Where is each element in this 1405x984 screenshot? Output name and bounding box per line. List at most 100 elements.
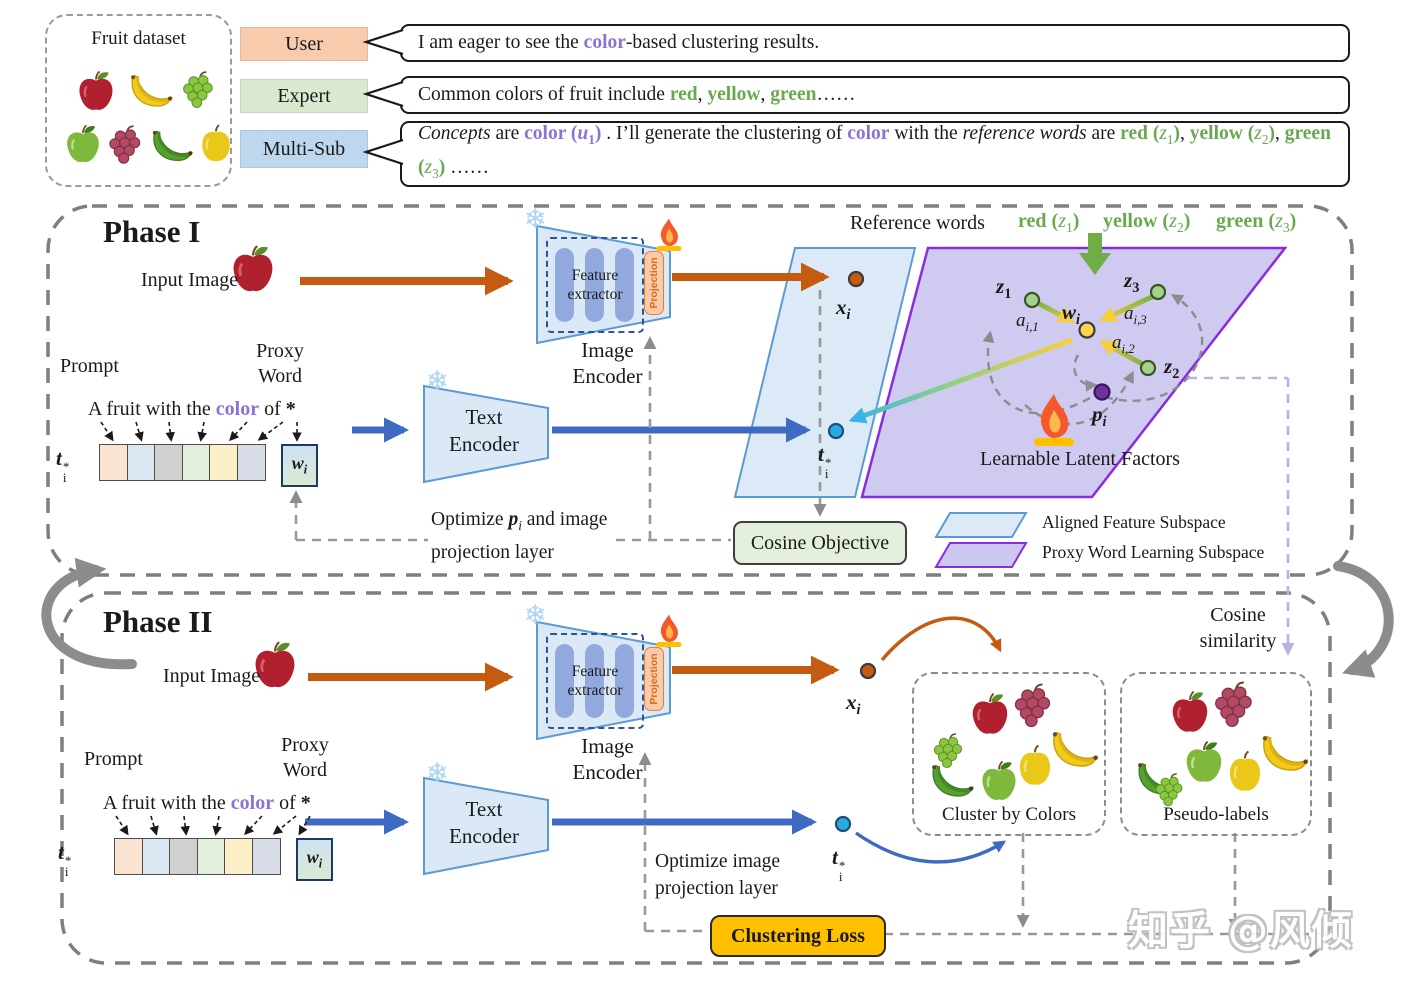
fruit-dataset-box: Fruit dataset bbox=[45, 14, 232, 187]
phase2-xi-label: xi bbox=[846, 690, 861, 719]
ai2-label: ai,2 bbox=[1112, 332, 1135, 356]
z1-label: z1 bbox=[996, 274, 1012, 303]
phase2-prompt-label: Prompt bbox=[84, 748, 143, 770]
z3-dot bbox=[1149, 283, 1167, 301]
phase2-text-encoder-label: Text Encoder bbox=[449, 796, 519, 848]
prompt-token-5 bbox=[251, 838, 281, 875]
yellow-apple-icon bbox=[1012, 742, 1058, 788]
prompt-token-5 bbox=[236, 444, 266, 481]
phase1-prompt-label: Prompt bbox=[60, 355, 119, 377]
pi-label: pi bbox=[1092, 402, 1107, 431]
flame-icon-latent bbox=[1034, 394, 1074, 446]
green-banana-icon bbox=[147, 122, 195, 170]
bubble-expert: Common colors of fruit include red, yell… bbox=[400, 76, 1350, 114]
snowflake-icon-p2-text: ❄ bbox=[426, 758, 449, 788]
speaker-multisub-label: Multi-Sub bbox=[262, 137, 346, 160]
z2-label: z2 bbox=[1164, 354, 1180, 383]
red-grapes-icon bbox=[1210, 680, 1262, 732]
phase2-prompt-sentence: A fruit with the color of * bbox=[103, 792, 311, 814]
phase1-token-row bbox=[99, 444, 266, 483]
prompt-token-1 bbox=[126, 444, 156, 481]
flame-icon-p2 bbox=[656, 614, 682, 647]
phase1-wi-box: wi bbox=[281, 444, 318, 487]
flame-icon-p1 bbox=[656, 218, 682, 251]
xi-dot-p2 bbox=[859, 662, 877, 680]
reference-words-label: Reference words bbox=[850, 212, 985, 234]
phase2-feature-extractor: Feature extractor bbox=[546, 633, 644, 729]
prompt-token-2 bbox=[154, 444, 183, 481]
wi-dot bbox=[1078, 321, 1096, 339]
phase1-feature-extractor: Feature extractor bbox=[546, 237, 644, 333]
phase1-xi-label: xi bbox=[836, 295, 851, 324]
green-apple-icon bbox=[61, 122, 105, 166]
z1-dot bbox=[1023, 291, 1041, 309]
phase2-token-row bbox=[114, 838, 281, 877]
legend-proxy-label: Proxy Word Learning Subspace bbox=[1042, 542, 1265, 562]
prompt-token-3 bbox=[181, 444, 211, 481]
green-grapes-icon bbox=[930, 732, 970, 772]
speaker-multisub: Multi-Sub bbox=[240, 130, 368, 168]
cosine-objective-box: Cosine Objective bbox=[733, 521, 907, 565]
ref-word-green: green (z3) bbox=[1216, 210, 1297, 235]
bubble-tail-expert bbox=[362, 80, 404, 108]
legend-aligned-label: Aligned Feature Subspace bbox=[1042, 512, 1226, 532]
pseudo-labels-box: Pseudo-labels bbox=[1120, 672, 1312, 836]
phase1-t-label: t*i bbox=[56, 446, 70, 485]
yellow-apple-icon bbox=[1222, 748, 1268, 794]
watermark: 知乎 @风倾 bbox=[1128, 908, 1354, 954]
phase1-ti-label: t*i bbox=[818, 442, 832, 481]
phase2-title: Phase II bbox=[103, 604, 213, 639]
bubble-user-text: I am eager to see the color-based cluste… bbox=[418, 32, 820, 53]
wi-label: wi bbox=[1062, 300, 1080, 329]
banana-icon bbox=[125, 66, 175, 116]
token-arrows-p1 bbox=[100, 421, 302, 442]
xi-dot-p1 bbox=[847, 270, 865, 288]
phase2-projection-label: Projection bbox=[648, 653, 660, 705]
red-grapes-icon bbox=[105, 124, 149, 168]
latent-factors-label: Learnable Latent Factors bbox=[980, 447, 1180, 470]
speaker-expert-label: Expert bbox=[277, 84, 331, 107]
red-apple-icon bbox=[226, 242, 280, 296]
bubble-expert-text: Common colors of fruit include red, yell… bbox=[418, 84, 856, 105]
phase2-t-label: t*i bbox=[58, 840, 72, 879]
arrow-xi-to-cluster bbox=[880, 616, 1002, 662]
cluster-by-colors-box: Cluster by Colors bbox=[912, 672, 1106, 836]
banana-icon bbox=[1046, 722, 1101, 777]
clustering-loss-box: Clustering Loss bbox=[710, 915, 886, 957]
green-down-arrow-icon bbox=[1079, 233, 1111, 275]
red-apple-icon bbox=[248, 638, 302, 692]
prompt-token-1 bbox=[141, 838, 171, 875]
phase1-input-image-label: Input Image bbox=[141, 269, 239, 291]
bubble-user: I am eager to see the color-based cluste… bbox=[400, 24, 1350, 62]
banana-icon bbox=[1256, 726, 1311, 781]
pseudo-labels-label: Pseudo-labels bbox=[1163, 804, 1269, 825]
clustering-loss-label: Clustering Loss bbox=[731, 924, 865, 947]
phase2-projection-bar: Projection bbox=[644, 647, 664, 711]
cosine-objective-label: Cosine Objective bbox=[750, 531, 890, 554]
cosine-similarity-label: Cosine similarity bbox=[1199, 604, 1277, 652]
bubble-tail-user bbox=[362, 28, 404, 56]
legend-swatch-proxy bbox=[934, 542, 1028, 568]
ti-dot-p2 bbox=[834, 815, 852, 833]
phase2-wi-box-label: wi bbox=[306, 847, 323, 871]
phase1-title: Phase I bbox=[103, 214, 201, 249]
phase2-wi-box: wi bbox=[296, 838, 333, 881]
arrow-ti-to-cluster bbox=[855, 831, 1007, 864]
legend-swatch-aligned bbox=[934, 512, 1028, 538]
phase1-image-encoder-label: Image Encoder bbox=[572, 337, 643, 388]
green-grapes-icon bbox=[179, 70, 221, 112]
phase1-projection-label: Projection bbox=[648, 257, 660, 309]
phase2-ti-label: t*i bbox=[832, 845, 846, 884]
pi-dot bbox=[1093, 383, 1111, 401]
prompt-token-2 bbox=[169, 838, 198, 875]
phase1-text-encoder-label: Text Encoder bbox=[449, 404, 519, 456]
ai1-label: ai,1 bbox=[1016, 310, 1039, 334]
snowflake-icon-p2-image: ❄ bbox=[524, 600, 547, 630]
red-apple-icon bbox=[1166, 688, 1214, 736]
ai3-label: ai,3 bbox=[1124, 303, 1147, 327]
phase1-proxy-word-label: Proxy Word bbox=[256, 340, 304, 387]
phase2-proxy-word-label: Proxy Word bbox=[281, 734, 329, 781]
fruit-dataset-label: Fruit dataset bbox=[91, 28, 186, 49]
